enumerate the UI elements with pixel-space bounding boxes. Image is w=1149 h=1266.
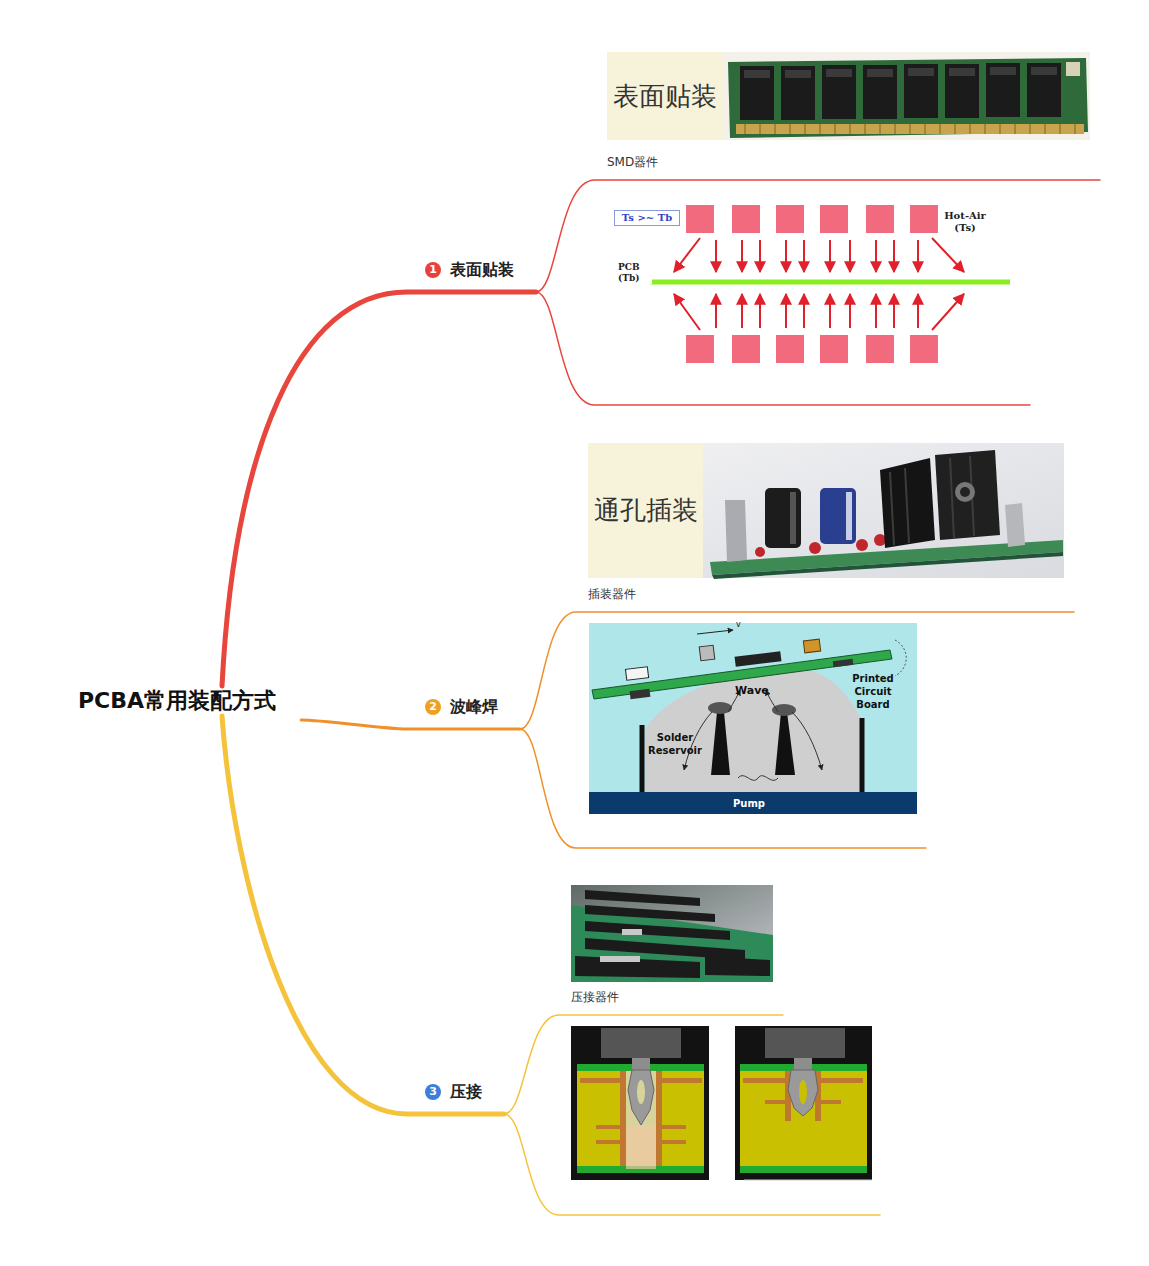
hot-air-reflow-figure bbox=[612, 198, 1010, 368]
wave-solder-figure bbox=[589, 623, 917, 814]
topic-bracket bbox=[536, 292, 1030, 405]
branch-topic: 3 压接 bbox=[425, 1080, 482, 1104]
velocity-label: v bbox=[736, 620, 748, 630]
image-topic: 表面贴装 SMD器件 bbox=[607, 52, 1090, 172]
branch-label: 波峰焊 bbox=[450, 697, 498, 718]
branch-connector bbox=[222, 716, 504, 1114]
branch-connector bbox=[504, 1015, 783, 1114]
root-title: PCBA常用装配方式 bbox=[78, 686, 276, 716]
image-caption: SMD器件 bbox=[607, 154, 658, 170]
callout-number: 2 bbox=[425, 699, 441, 715]
branch-connector bbox=[520, 612, 1074, 729]
image-topic: 通孔插装插装器件 bbox=[588, 443, 1064, 604]
image-topic: 压接器件 bbox=[571, 885, 773, 1007]
temperature-note: Ts >~ Tb bbox=[614, 210, 680, 226]
press-fit-section-after bbox=[735, 1026, 872, 1180]
image-title: 表面贴装 bbox=[607, 79, 723, 114]
reservoir-label: Solder Reservoir bbox=[644, 731, 706, 757]
image-title: 通孔插装 bbox=[588, 493, 703, 528]
topic-bracket bbox=[504, 1114, 880, 1215]
pump-label: Pump bbox=[733, 797, 773, 810]
branch-label: 压接 bbox=[450, 1082, 482, 1103]
topic-bracket bbox=[520, 729, 926, 848]
through-hole-photo bbox=[588, 443, 1064, 579]
branch-topic: 2 波峰焊 bbox=[425, 695, 498, 719]
pcb-callout: Printed Circuit Board bbox=[846, 672, 900, 711]
hot-air-label: Hot-Air (Ts) bbox=[936, 210, 994, 234]
pcb-label: PCB (Tb) bbox=[618, 262, 652, 284]
image-caption: 压接器件 bbox=[571, 989, 619, 1005]
branch-connector bbox=[222, 292, 536, 686]
press-fit-section-before bbox=[571, 1026, 709, 1180]
branch-connector bbox=[301, 720, 520, 729]
root-topic: PCBA常用装配方式 bbox=[78, 686, 276, 716]
branch-topic: 1 表面贴装 bbox=[425, 258, 514, 282]
callout-number: 3 bbox=[425, 1084, 441, 1100]
branch-label: 表面贴装 bbox=[450, 260, 514, 281]
smd-photo bbox=[607, 52, 1090, 140]
callout-number: 1 bbox=[425, 262, 441, 278]
image-caption: 插装器件 bbox=[588, 586, 636, 602]
press-fit-photo bbox=[571, 885, 773, 982]
branch-connector bbox=[536, 180, 1100, 292]
wave-label: Wave bbox=[735, 684, 775, 697]
